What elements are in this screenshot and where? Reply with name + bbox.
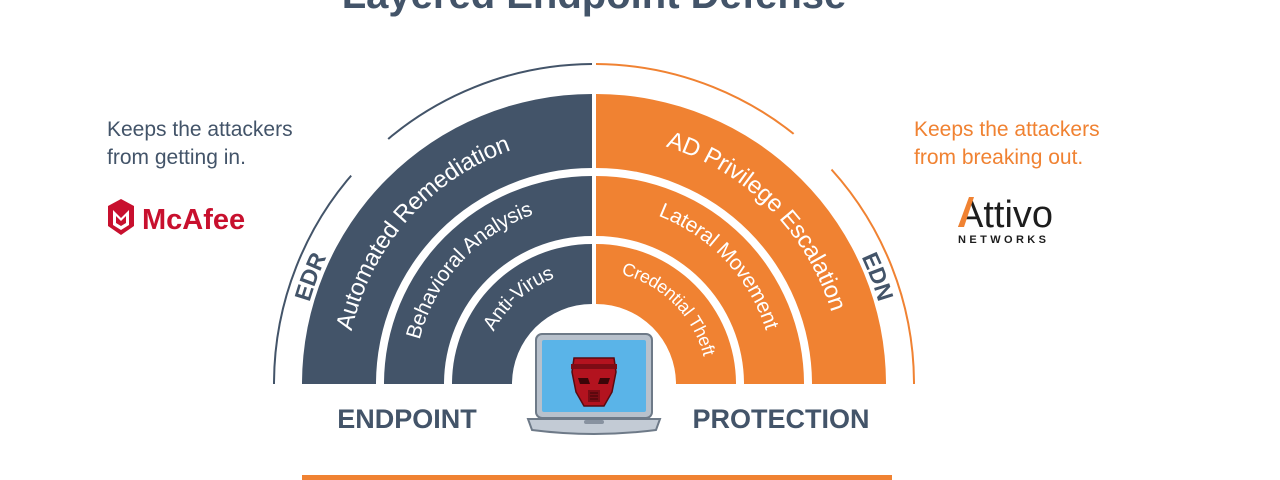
page-title: Layered Endpoint Defense — [342, 0, 847, 17]
edn-label-backing — [783, 115, 849, 181]
attivo-accent-icon — [958, 197, 974, 227]
left-caption: Keeps the attackers from getting in. — [107, 116, 293, 172]
left-caption-line-1: Keeps the attackers — [107, 118, 293, 141]
band-behavioral-analysis — [384, 176, 592, 384]
band-anti-virus — [452, 244, 592, 384]
right-caption-line-2: from breaking out. — [914, 146, 1084, 169]
protection-label: PROTECTION — [692, 404, 869, 434]
band-automated-remediation — [302, 94, 592, 384]
endpoint-label: ENDPOINT — [337, 404, 477, 434]
edr-label-backing — [328, 115, 394, 181]
attivo-wordmark: Attivo — [958, 194, 1053, 236]
left-caption-line-2: from getting in. — [107, 146, 246, 169]
right-caption-line-1: Keeps the attackers — [914, 118, 1100, 141]
right-caption: Keeps the attackers from breaking out. — [914, 116, 1100, 172]
mcafee-shield-icon — [108, 199, 134, 235]
mcafee-wordmark: McAfee — [142, 204, 245, 236]
band-ad-privilege-escalation — [596, 94, 886, 384]
band-credential-theft — [596, 244, 736, 384]
bottom-rule — [302, 475, 892, 480]
band-lateral-movement — [596, 176, 804, 384]
attivo-logo: Attivo NETWORKS — [958, 194, 1053, 246]
attivo-networks-text: NETWORKS — [958, 234, 1049, 246]
mcafee-logo: McAfee — [108, 199, 245, 236]
laptop-with-red-mask-icon — [526, 333, 662, 435]
